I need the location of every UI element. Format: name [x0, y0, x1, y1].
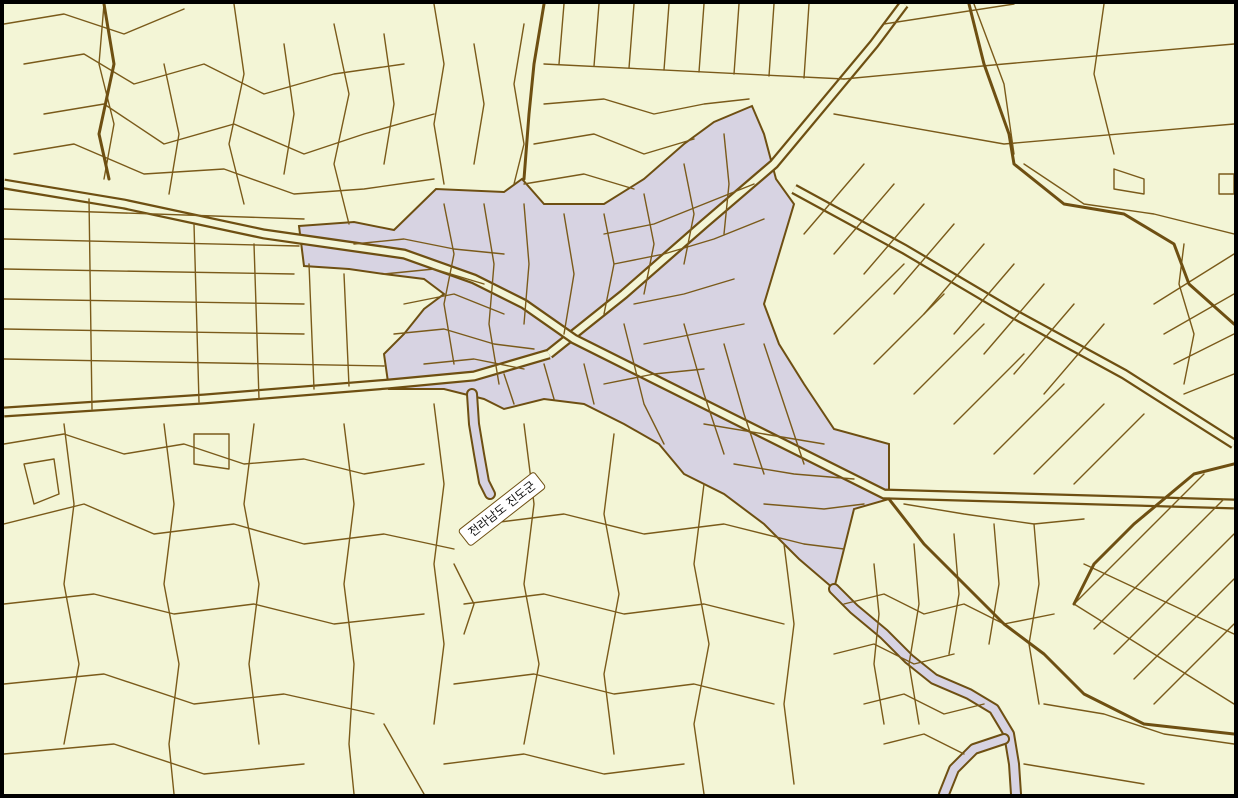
river-channel	[830, 585, 1020, 794]
parcels-northwest	[4, 4, 525, 225]
region-label-text: 전라남도 진도군	[466, 479, 539, 540]
field-grid-southeast	[1073, 473, 1234, 705]
district-boundaries	[97, 4, 1234, 736]
river-branch-channel	[940, 735, 1008, 794]
parcels-northeast	[833, 4, 1234, 235]
parcels-north	[523, 4, 845, 190]
field-grid-east	[803, 163, 1234, 485]
parcels-southeast-dense	[833, 503, 1234, 785]
field-grid-west	[4, 198, 385, 410]
cadastral-map[interactable]: 전라남도 진도군	[4, 4, 1234, 794]
stream-channel	[468, 390, 494, 498]
parcels-urban-core	[353, 133, 865, 550]
parcels-southwest	[4, 403, 455, 794]
main-roads	[4, 4, 1234, 510]
